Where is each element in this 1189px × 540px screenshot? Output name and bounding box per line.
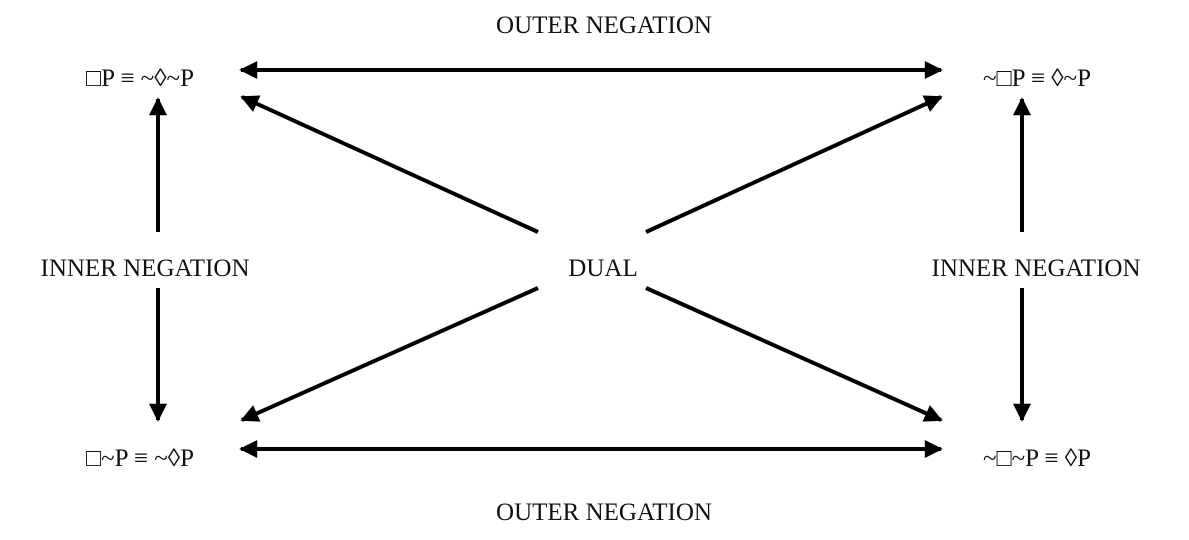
- dual-arrow-to-top-left: [240, 95, 539, 234]
- node-top-right: ~□P ≡ ◊~P: [983, 65, 1091, 92]
- outer-negation-bottom-label: OUTER NEGATION: [496, 499, 712, 526]
- node-bottom-left: □~P ≡ ~◊P: [86, 445, 194, 472]
- node-bottom-right: ~□~P ≡ ◊P: [983, 445, 1091, 472]
- dual-arrow-to-top-right: [645, 95, 943, 234]
- dual-label: DUAL: [568, 255, 637, 282]
- inner-negation-left-label: INNER NEGATION: [41, 255, 250, 282]
- outer-negation-top-label: OUTER NEGATION: [496, 12, 712, 39]
- inner-negation-right-label: INNER NEGATION: [932, 255, 1141, 282]
- node-top-left: □P ≡ ~◊~P: [86, 65, 194, 92]
- dual-arrow-to-bottom-left: [240, 286, 539, 422]
- dual-arrow-to-bottom-right: [645, 286, 943, 422]
